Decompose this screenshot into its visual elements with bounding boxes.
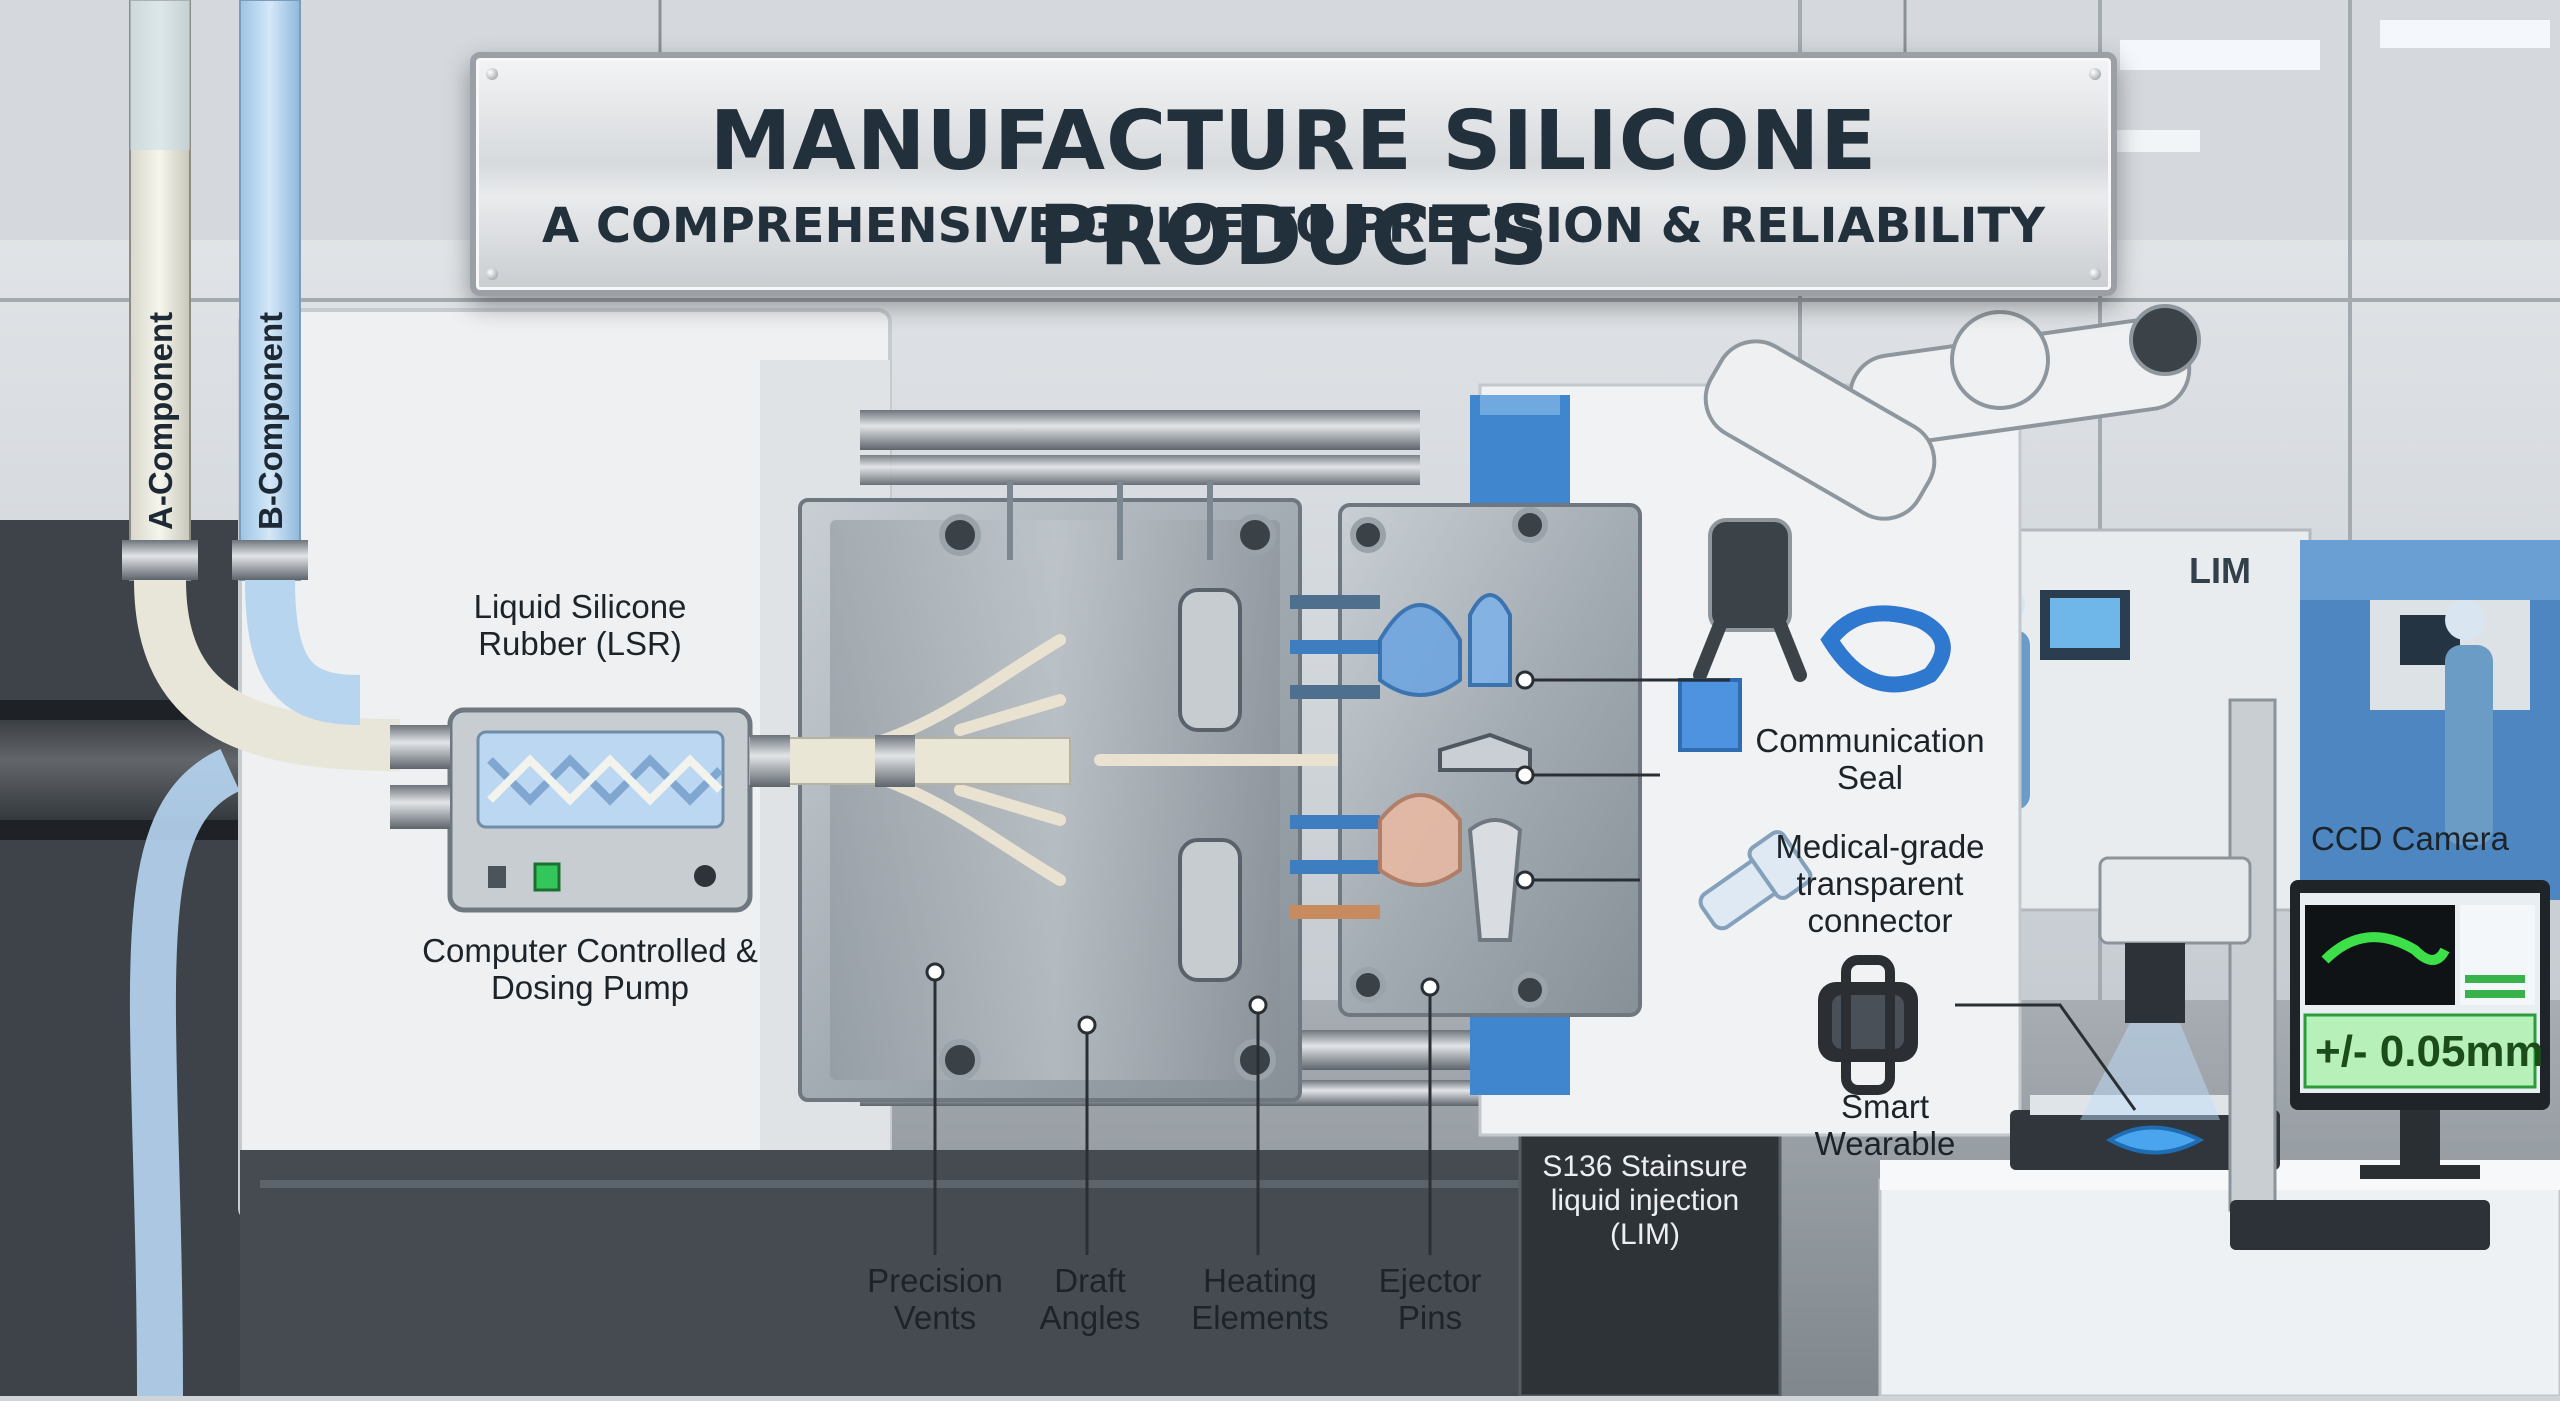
precision-vents-label: Precision Vents — [867, 1262, 1003, 1336]
rivet — [2089, 68, 2101, 80]
communication-seal-label: Communication Seal — [1755, 722, 1985, 796]
a-component-label: A-Component — [142, 311, 179, 530]
draft-angles-label: Draft Angles — [1039, 1262, 1141, 1336]
medical-connector-label: Medical-grade transparent connector — [1775, 828, 1985, 939]
rivet — [2089, 268, 2101, 280]
lim-sign-label: LIM — [2189, 550, 2251, 591]
rivet — [486, 268, 498, 280]
smart-wearable-label: Smart Wearable — [1814, 1088, 1956, 1162]
heating-elements-label: Heating Elements — [1191, 1262, 1329, 1336]
ccd-camera-label: CCD Camera — [2310, 820, 2510, 857]
tolerance-readout: +/- 0.05mm — [2315, 1027, 2544, 1076]
banner-subtitle: A COMPREHENSIVE GUIDE TO PRECISION & REL… — [541, 198, 2046, 254]
title-banner: MANUFACTURE SILICONE PRODUCTS A COMPREHE… — [470, 52, 2117, 296]
ejector-pins-label: Ejector Pins — [1378, 1262, 1482, 1336]
machine-plate-label: S136 Stainsure liquid injection (LIM) — [1542, 1150, 1748, 1251]
dosing-pump-label: Computer Controlled & Dosing Pump — [422, 932, 758, 1006]
b-component-label: B-Component — [252, 311, 289, 530]
banner-title: MANUFACTURE SILICONE PRODUCTS — [709, 94, 1878, 284]
lsr-label: Liquid Silicone Rubber (LSR) — [473, 588, 687, 662]
rivet — [486, 68, 498, 80]
